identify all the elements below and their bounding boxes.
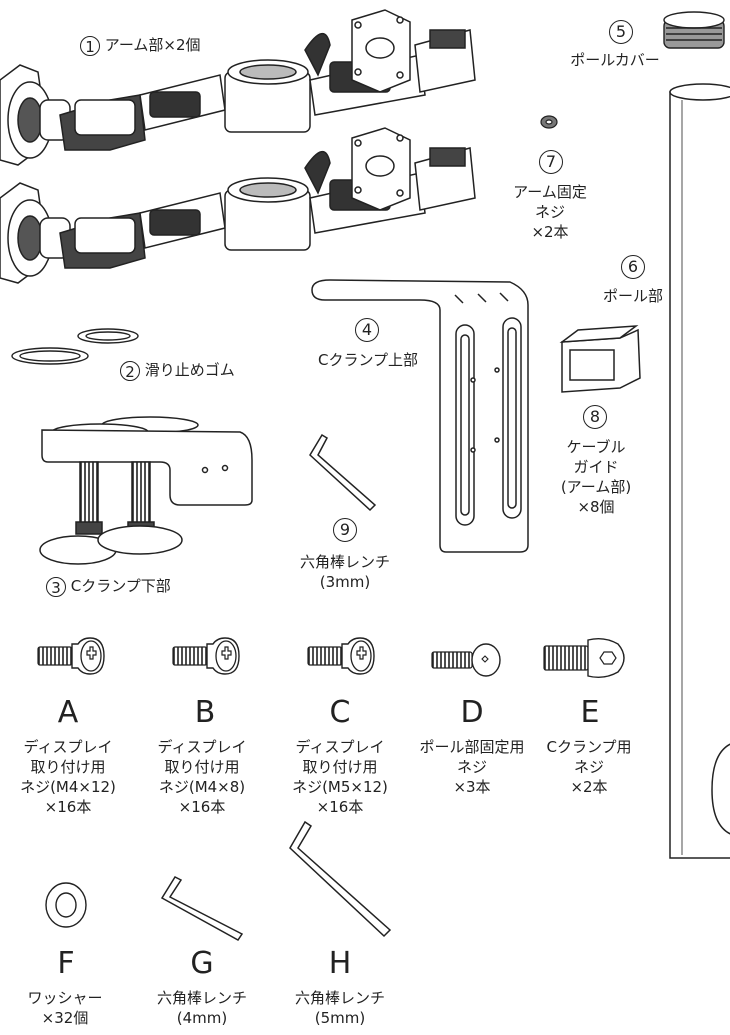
cable-guide bbox=[559, 325, 641, 393]
part-2-number: 2 bbox=[120, 360, 140, 381]
part-3-label: 3 Cクランプ下部 bbox=[46, 576, 171, 597]
wrench-4mm-letter: G bbox=[190, 946, 214, 981]
screw-d-icon bbox=[431, 643, 501, 677]
part-9-text: 六角棒レンチ(3mm) bbox=[299, 553, 390, 591]
part-5-text: ポールカバー bbox=[570, 51, 660, 69]
pole bbox=[669, 83, 730, 859]
part-4-number: 4 bbox=[355, 318, 379, 342]
hex-wrench-3mm bbox=[309, 433, 377, 512]
washer-letter: F bbox=[57, 946, 75, 981]
arm-upper bbox=[0, 9, 476, 166]
wrench-4mm-text: 六角棒レンチ(4mm) bbox=[156, 989, 247, 1027]
screw-a-text: ディスプレイ取り付け用ネジ(M4×12)×16本 bbox=[20, 738, 116, 816]
screw-a-letter: A bbox=[57, 695, 79, 730]
hex-wrench-5mm bbox=[289, 820, 392, 938]
part-8-text: ケーブルガイド(アーム部)×8個 bbox=[560, 438, 632, 516]
part-2-label: 2 滑り止めゴム bbox=[120, 360, 235, 381]
c-clamp-lower bbox=[39, 416, 253, 565]
screw-b-text: ディスプレイ取り付け用ネジ(M4×8)×16本 bbox=[157, 738, 247, 816]
screw-e-icon bbox=[543, 637, 625, 679]
part-3-number: 3 bbox=[46, 576, 66, 597]
part-7-number: 7 bbox=[539, 150, 563, 174]
screw-b-letter: B bbox=[194, 695, 216, 730]
screw-a-icon bbox=[37, 637, 105, 675]
part-1-label: 1 アーム部×2個 bbox=[80, 35, 201, 56]
part-2-text: 滑り止めゴム bbox=[144, 361, 235, 379]
part-1-number: 1 bbox=[80, 35, 100, 56]
part-6-text: ポール部 bbox=[602, 287, 663, 305]
wrench-5mm-letter: H bbox=[328, 946, 352, 981]
screw-b-icon bbox=[172, 637, 240, 675]
part-1-text: アーム部×2個 bbox=[104, 36, 201, 54]
part-5-number: 5 bbox=[609, 20, 633, 44]
washer-icon bbox=[45, 882, 87, 928]
arm-fixing-screw bbox=[540, 115, 558, 129]
screw-e-letter: E bbox=[580, 695, 600, 730]
screw-e-text: Cクランプ用ネジ×2本 bbox=[546, 738, 632, 796]
c-clamp-upper bbox=[311, 279, 529, 553]
screw-d-text: ポール部固定用ネジ×3本 bbox=[419, 738, 525, 796]
arm-lower bbox=[0, 127, 476, 284]
washer-text: ワッシャー×32個 bbox=[27, 989, 103, 1027]
hex-wrench-4mm bbox=[160, 876, 244, 941]
pole-cover bbox=[663, 11, 725, 49]
screw-c-letter: C bbox=[329, 695, 351, 730]
part-8-number: 8 bbox=[583, 405, 607, 429]
part-6-number: 6 bbox=[621, 255, 645, 279]
part-9-number: 9 bbox=[333, 518, 357, 542]
screw-d-letter: D bbox=[460, 695, 484, 730]
rubber-pads bbox=[11, 328, 139, 365]
wrench-5mm-text: 六角棒レンチ(5mm) bbox=[294, 989, 385, 1027]
screw-c-text: ディスプレイ取り付け用ネジ(M5×12)×16本 bbox=[292, 738, 388, 816]
part-3-text: Cクランプ下部 bbox=[70, 577, 171, 595]
screw-c-icon bbox=[307, 637, 375, 675]
part-4-text: Cクランプ上部 bbox=[317, 351, 419, 369]
part-7-text: アーム固定ネジ×2本 bbox=[513, 183, 587, 241]
